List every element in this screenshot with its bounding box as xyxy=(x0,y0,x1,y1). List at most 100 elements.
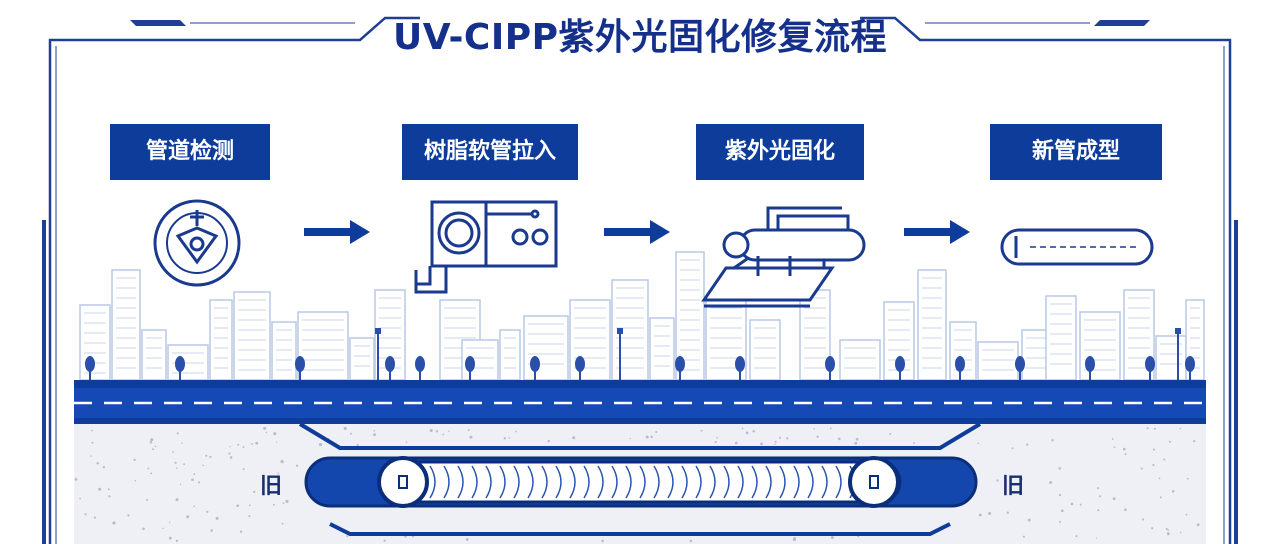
soil-speck xyxy=(469,435,473,439)
soil-speck xyxy=(295,464,299,467)
liner-coil xyxy=(625,465,632,499)
tree xyxy=(955,356,965,372)
soil-speck xyxy=(205,454,208,457)
soil-speck xyxy=(1163,458,1166,461)
soil-speck xyxy=(202,464,204,467)
soil-speck xyxy=(996,479,999,482)
soil-speck xyxy=(248,515,251,518)
old-pipe-left-label: 旧 xyxy=(260,474,283,499)
liner-coil xyxy=(527,465,534,499)
building xyxy=(977,341,1019,381)
soil-speck xyxy=(285,499,289,503)
soil-speck xyxy=(778,436,781,439)
liner-coil xyxy=(821,465,828,499)
soil-speck xyxy=(645,435,649,439)
soil-speck xyxy=(154,445,157,448)
soil-speck xyxy=(1051,439,1054,442)
soil-speck xyxy=(913,442,916,444)
soil-speck xyxy=(629,437,631,440)
tree-trunk xyxy=(679,370,681,380)
soil-speck xyxy=(1022,535,1025,538)
soil-speck xyxy=(689,539,693,543)
soil-speck xyxy=(134,479,137,482)
soil-speck xyxy=(174,461,177,464)
soil-speck xyxy=(1058,467,1061,470)
street-lamp xyxy=(377,330,379,380)
soil-speck xyxy=(242,446,245,449)
soil-speck xyxy=(186,515,190,519)
tree xyxy=(895,356,905,372)
soil-speck xyxy=(442,433,445,436)
soil-speck xyxy=(102,465,106,469)
soil-speck xyxy=(1006,511,1009,514)
tree xyxy=(675,356,685,372)
tree-trunk xyxy=(1149,370,1151,380)
soil-speck xyxy=(429,428,433,433)
tree xyxy=(295,356,305,372)
soil-speck xyxy=(601,539,604,543)
liner-coil xyxy=(443,465,450,499)
tree-trunk xyxy=(179,370,181,380)
soil-speck xyxy=(830,536,834,539)
uv-curing-lamp-icon xyxy=(701,206,866,308)
tree-trunk xyxy=(469,370,471,380)
soil-speck xyxy=(508,437,511,439)
tree xyxy=(1145,356,1155,372)
soil-speck xyxy=(84,513,87,516)
soil-speck xyxy=(988,512,992,515)
tree-trunk xyxy=(419,370,421,380)
tree-trunk xyxy=(389,370,391,380)
soil-speck xyxy=(210,529,213,532)
soil-speck xyxy=(889,432,892,435)
soil-speck xyxy=(1186,477,1189,480)
building xyxy=(523,315,569,381)
soil-speck xyxy=(1185,513,1188,516)
step-label-uv-curing: 紫外光固化 xyxy=(696,124,864,180)
tree-trunk xyxy=(739,370,741,380)
street-lamp xyxy=(619,330,621,380)
soil-speck xyxy=(107,488,110,491)
soil-speck xyxy=(1193,439,1196,443)
soil-speck xyxy=(175,539,179,543)
soil-speck xyxy=(228,452,231,455)
liner-coil xyxy=(667,465,674,499)
soil-speck xyxy=(265,431,268,434)
soil-speck xyxy=(142,527,145,531)
inspection-target-icon xyxy=(153,199,241,287)
tree-trunk xyxy=(959,370,961,380)
soil-speck xyxy=(98,487,102,491)
building xyxy=(79,304,111,381)
soil-speck xyxy=(145,498,149,501)
step-label-inspection: 管道检测 xyxy=(110,124,270,180)
soil-speck xyxy=(206,510,209,514)
tree-trunk xyxy=(829,370,831,380)
tree-trunk xyxy=(299,370,301,380)
soil-speck xyxy=(1167,528,1170,531)
road xyxy=(74,380,1206,424)
liner-coil xyxy=(541,465,548,499)
tree-trunk xyxy=(89,370,91,380)
tree xyxy=(1015,356,1025,372)
soil-speck xyxy=(1196,523,1200,527)
soil-speck xyxy=(272,503,275,506)
liner-coil xyxy=(597,465,604,499)
step-label-hose-pulling: 树脂软管拉入 xyxy=(402,124,578,180)
soil-speck xyxy=(91,441,94,444)
soil-speck xyxy=(193,473,196,476)
soil-speck xyxy=(273,432,277,436)
soil-speck xyxy=(837,437,841,441)
building xyxy=(167,344,209,381)
arrow-1 xyxy=(304,220,370,244)
liner-coil xyxy=(807,465,814,499)
soil-speck xyxy=(251,443,253,445)
tree-trunk xyxy=(1019,370,1021,380)
soil-speck xyxy=(829,427,832,430)
soil-speck xyxy=(263,426,267,430)
building xyxy=(1123,289,1155,381)
soil-speck xyxy=(91,429,93,432)
tree xyxy=(735,356,745,372)
building xyxy=(141,329,167,381)
building xyxy=(349,337,375,381)
soil-speck xyxy=(448,430,450,432)
soil-speck xyxy=(152,448,155,451)
